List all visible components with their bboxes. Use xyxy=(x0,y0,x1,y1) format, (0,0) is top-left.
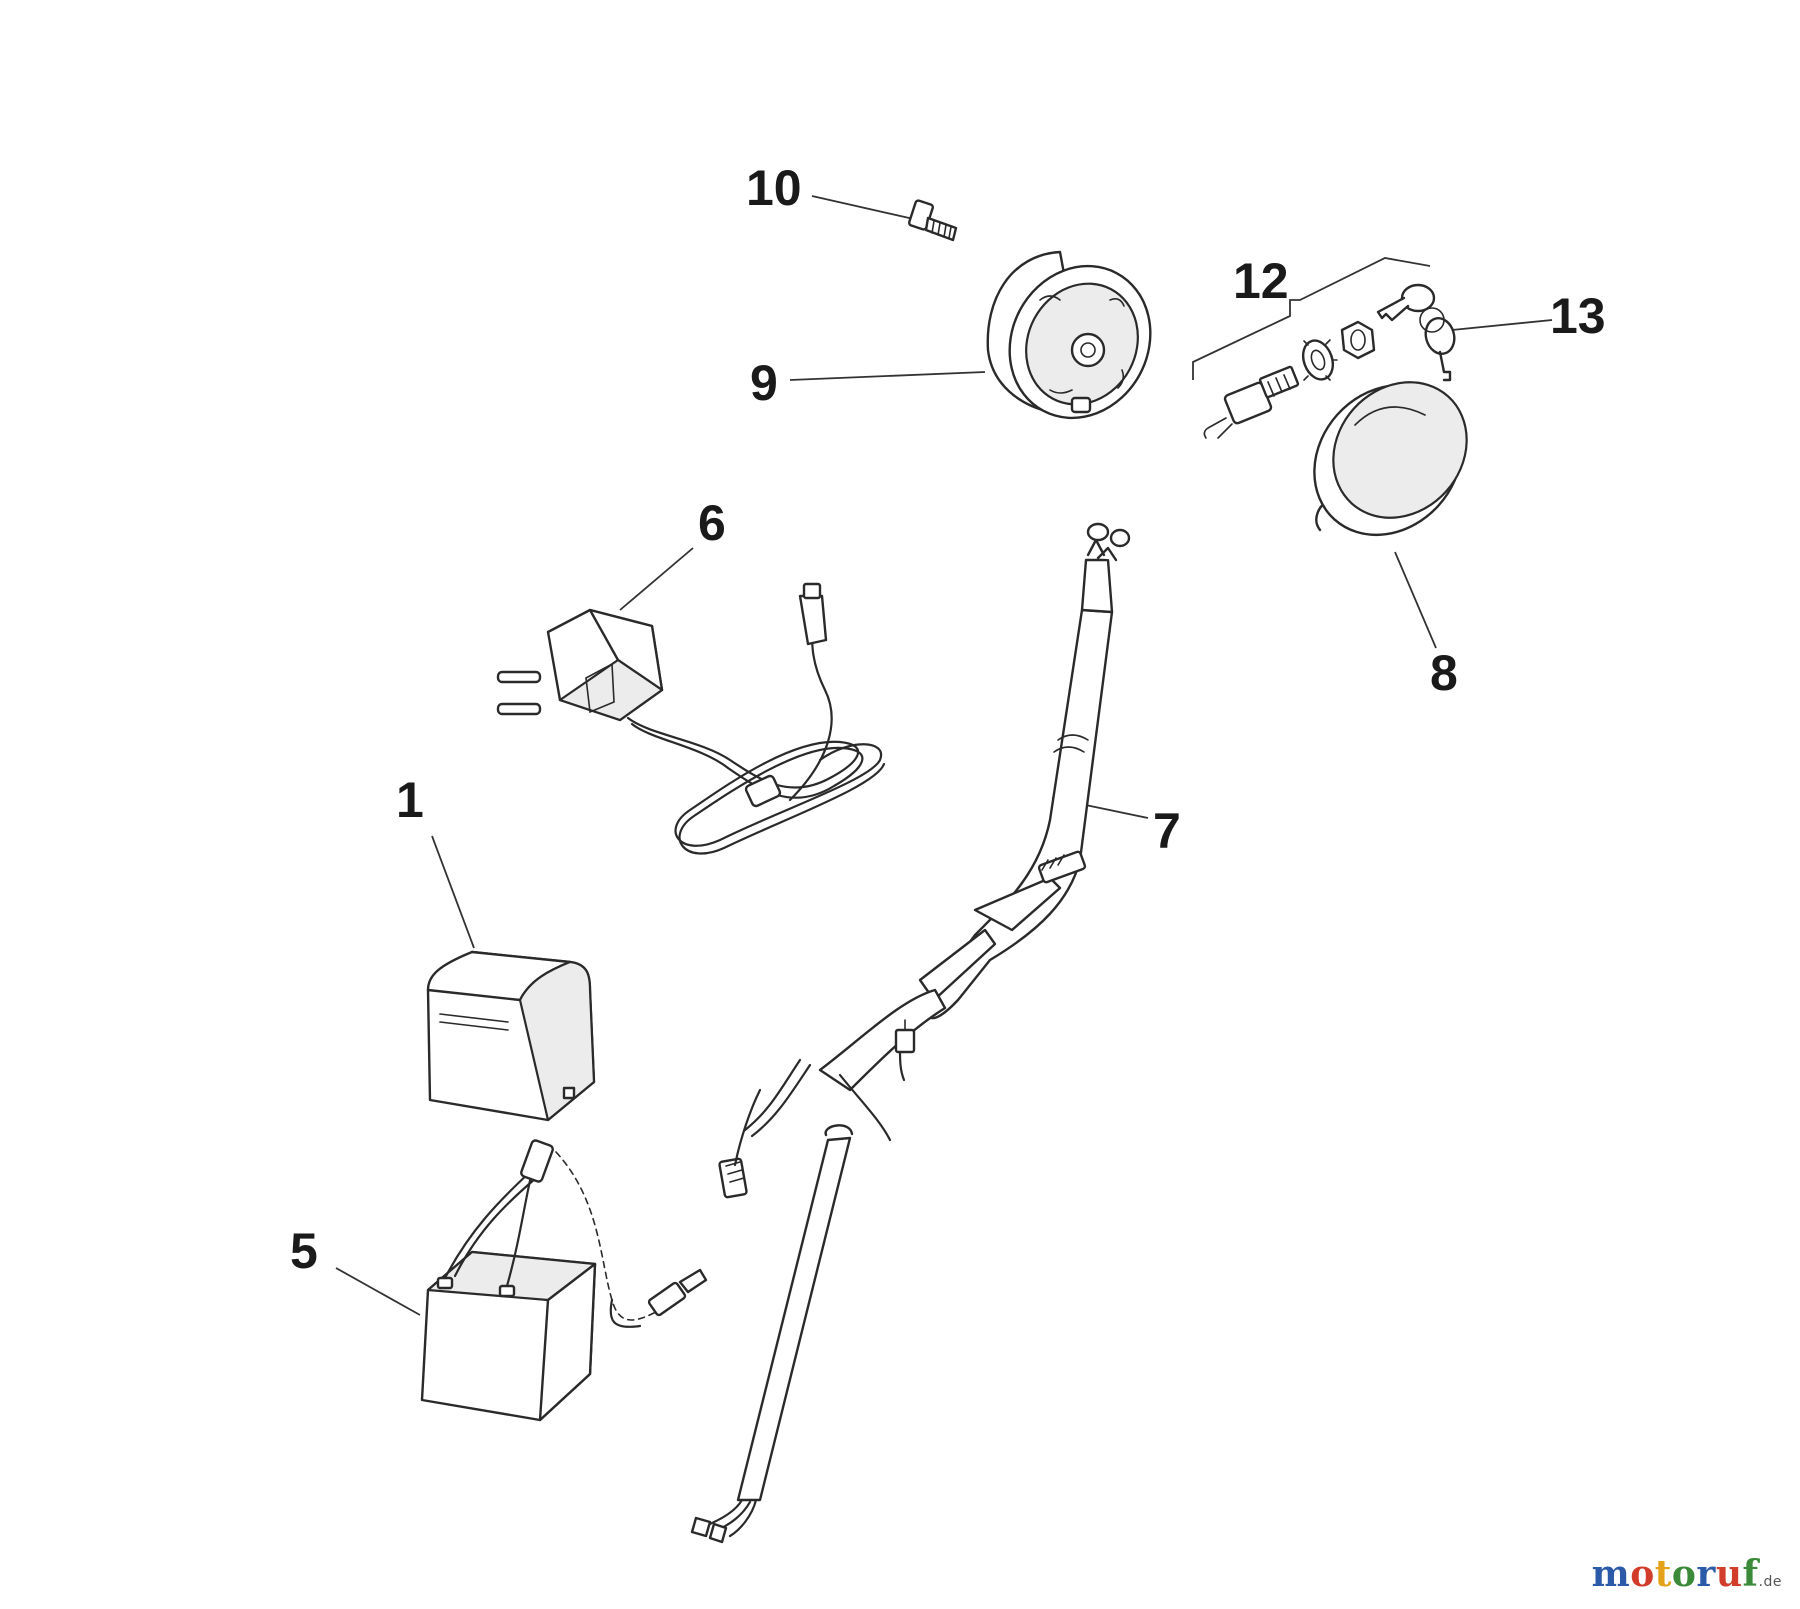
watermark-letter: o xyxy=(1630,1553,1655,1595)
wiring-harness-part-7 xyxy=(690,522,1149,1544)
switch-body xyxy=(1203,365,1300,439)
watermark-letter: f xyxy=(1742,1553,1759,1595)
battery-part-5 xyxy=(335,1139,708,1422)
screw-part-10 xyxy=(811,195,958,242)
battery-cover-part-1 xyxy=(426,835,596,1122)
callout-1: 1 xyxy=(396,772,424,828)
watermark-tld: .de xyxy=(1758,1574,1782,1590)
callout-8: 8 xyxy=(1430,645,1458,701)
motoruf-watermark-logo: motoruf.de xyxy=(1592,1553,1782,1595)
callout-10: 10 xyxy=(746,160,802,216)
lamp-housing-part-9 xyxy=(789,250,1152,420)
callout-7: 7 xyxy=(1153,803,1181,859)
watermark-letter: m xyxy=(1591,1553,1631,1595)
watermark-letter: t xyxy=(1654,1553,1672,1595)
watermark-letter: o xyxy=(1671,1553,1697,1595)
callout-6: 6 xyxy=(698,495,726,551)
watermark-letter: r xyxy=(1696,1553,1716,1595)
lamp-lens-part-8 xyxy=(1313,381,1468,649)
keys-part-13 xyxy=(1376,283,1553,382)
hex-nut xyxy=(1340,320,1376,360)
callout-13: 13 xyxy=(1550,288,1606,344)
callout-12: 12 xyxy=(1233,253,1289,309)
watermark-letter: u xyxy=(1715,1553,1743,1595)
charger-part-6 xyxy=(496,547,886,855)
lock-washer xyxy=(1301,339,1338,381)
callout-5: 5 xyxy=(290,1223,318,1279)
switch-kit-part-12 xyxy=(1192,257,1431,439)
callout-9: 9 xyxy=(750,355,778,411)
